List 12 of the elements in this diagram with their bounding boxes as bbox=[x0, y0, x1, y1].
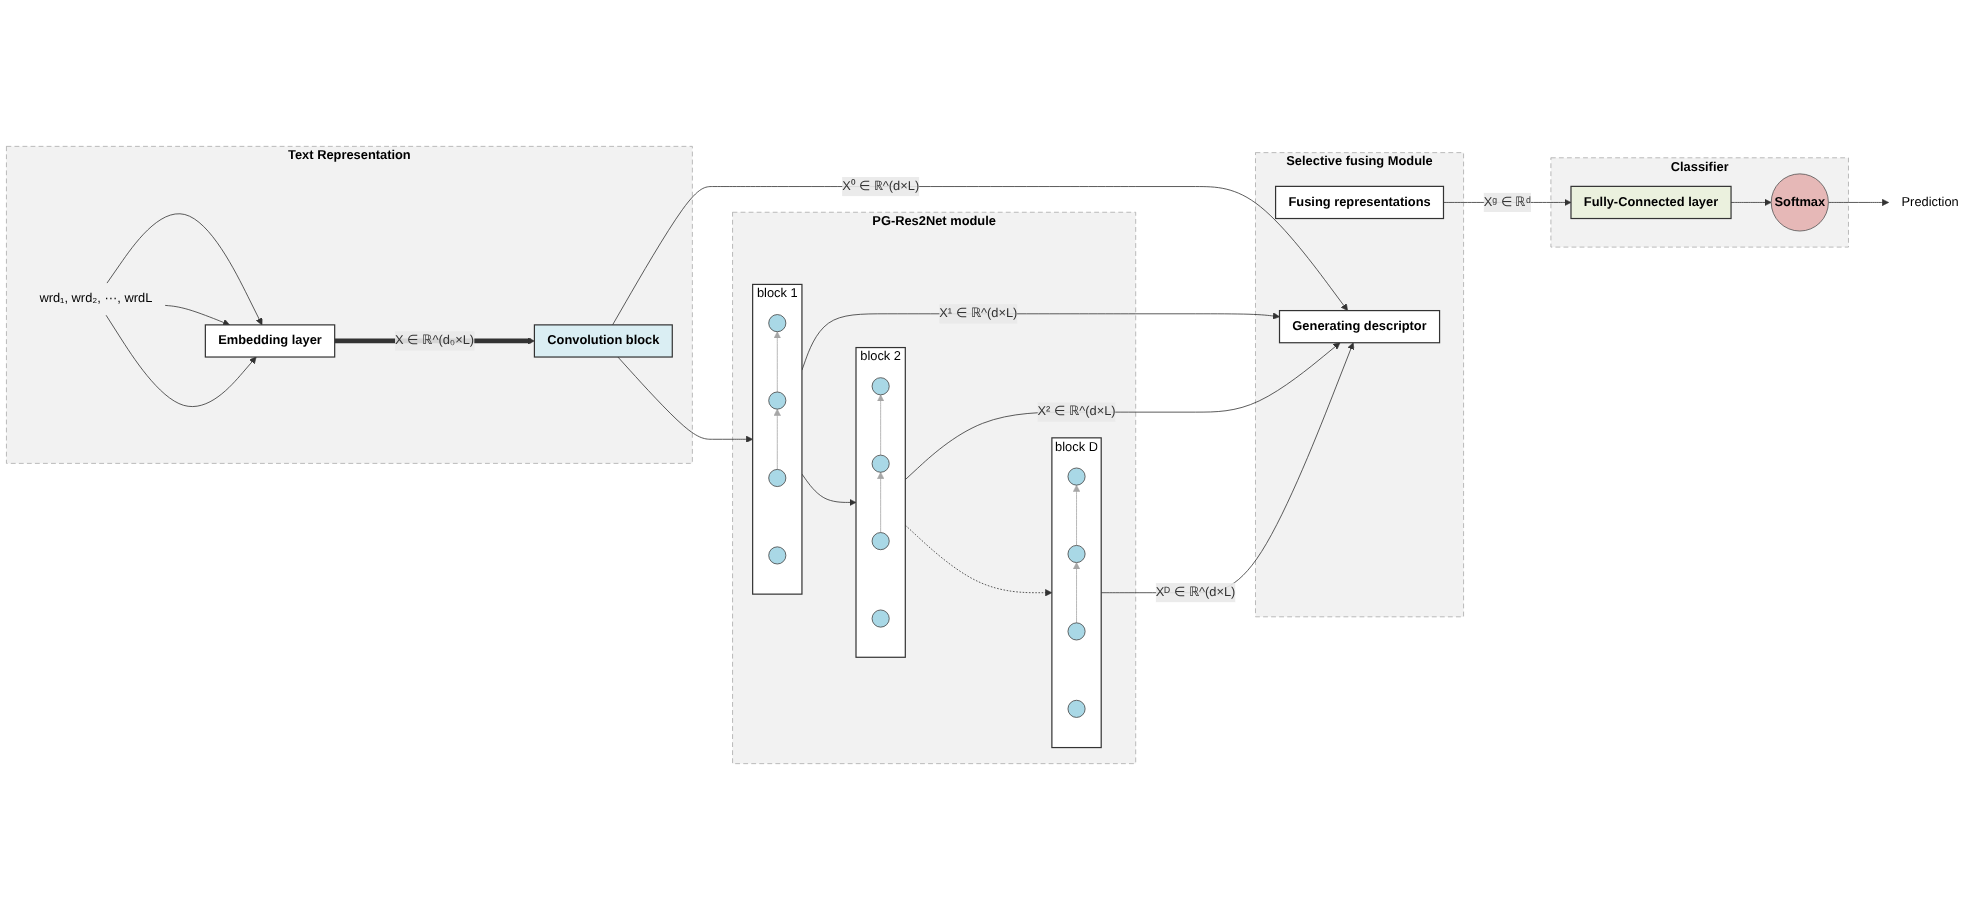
node-circle bbox=[1067, 699, 1086, 718]
node-circle bbox=[768, 546, 787, 565]
node-circle bbox=[1067, 545, 1086, 563]
node-circle bbox=[768, 469, 787, 487]
node-circle bbox=[871, 532, 890, 551]
node-circle bbox=[871, 377, 890, 396]
node-circle bbox=[768, 391, 787, 410]
node-circle bbox=[1067, 467, 1086, 486]
node-circle bbox=[768, 314, 787, 333]
node-circle bbox=[871, 609, 890, 628]
node-circle bbox=[871, 454, 890, 473]
node-circle bbox=[1067, 622, 1086, 641]
